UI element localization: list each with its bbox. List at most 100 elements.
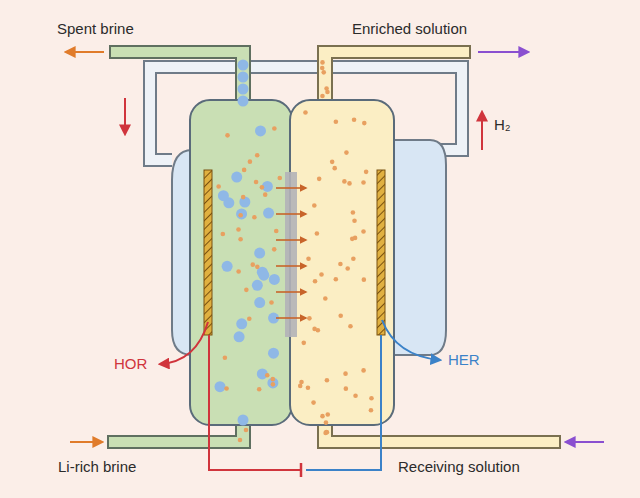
ion-dot [255, 125, 266, 136]
ion-dot [224, 386, 229, 391]
ion-dot [323, 431, 328, 436]
ion-dot [362, 277, 367, 282]
ion-dot [238, 72, 249, 83]
ion-dot [332, 166, 337, 171]
ion-dot [323, 296, 328, 301]
ion-dot [312, 203, 317, 208]
ion-dot [344, 386, 349, 391]
ion-dot [215, 381, 226, 392]
ion-dot [344, 150, 349, 155]
stream-label: Enriched solution [352, 20, 467, 38]
ion-dot [250, 262, 255, 267]
outflow-arrow [478, 51, 528, 53]
stream-label: Spent brine [57, 20, 134, 38]
ion-dot [306, 385, 311, 390]
ion-dot [324, 86, 329, 91]
ion-dot [269, 274, 280, 285]
ion-dot [361, 180, 366, 185]
ion-transport-arrows [276, 188, 306, 318]
ion-dot [350, 237, 355, 242]
cathode-wire [306, 335, 381, 470]
ion-dot [352, 118, 357, 123]
ion-dots [215, 60, 374, 443]
ion-dot [325, 412, 330, 417]
ion-dot [231, 172, 242, 183]
ion-dot [306, 256, 311, 261]
ion-dot [272, 247, 277, 252]
gas-flow-arrow [124, 98, 126, 134]
ion-dot [312, 327, 317, 332]
ion-dot [361, 229, 366, 234]
ion-dot [260, 185, 265, 190]
ion-dot [225, 133, 230, 138]
gas-flow-arrow [481, 112, 483, 150]
ion-dot [238, 60, 249, 71]
ion-dot [221, 232, 226, 237]
ion-dot [238, 415, 249, 426]
ion-dot [268, 348, 279, 359]
gas-label: H₂ [494, 116, 511, 134]
ion-dot [267, 377, 278, 388]
ion-dot [334, 120, 339, 125]
ion-dot [234, 331, 245, 342]
ion-dot [320, 414, 325, 419]
stream-label: Li-rich brine [58, 458, 136, 476]
ion-dot [236, 227, 241, 232]
ion-dot [271, 377, 276, 382]
ion-dot [369, 408, 374, 413]
ion-dot [299, 380, 304, 385]
receiving-chamber [290, 100, 394, 425]
ion-dot [343, 371, 348, 376]
ion-dot [218, 190, 229, 201]
ion-dot [325, 378, 330, 383]
ion-dot [345, 266, 350, 271]
ion-dot [274, 229, 279, 234]
ion-dot [307, 316, 312, 321]
transport-arrow [276, 239, 306, 241]
transport-arrow [276, 291, 306, 293]
ion-dot [271, 382, 276, 387]
ion-dot [254, 180, 259, 185]
ion-dot [320, 60, 325, 65]
ion-dot [361, 368, 366, 373]
ion-dot [338, 262, 343, 267]
ion-dot [254, 248, 265, 259]
ion-dot [317, 177, 322, 182]
anode [204, 170, 212, 335]
ion-dot [313, 279, 318, 284]
her-arrow [382, 320, 440, 360]
ion-dot [334, 277, 339, 282]
ion-dot [301, 341, 306, 346]
reaction-label: HER [448, 351, 480, 369]
ion-dot [238, 237, 243, 242]
terminal-bar [300, 463, 303, 477]
ion-dot [269, 300, 274, 305]
ion-dot [238, 438, 243, 443]
ion-dot [236, 318, 247, 329]
right-gas-chamber [392, 140, 446, 355]
transport-arrow [276, 317, 306, 319]
ion-dot [348, 324, 353, 329]
ion-dot [223, 355, 228, 360]
transport-arrow [276, 265, 306, 267]
inflow-arrow [566, 441, 604, 443]
ion-dot [244, 288, 249, 293]
stream-label: Receiving solution [398, 458, 520, 476]
ion-dot [255, 265, 260, 270]
ion-dot [319, 272, 324, 277]
transport-arrow [276, 213, 306, 215]
ion-dot [324, 430, 329, 435]
ion-dot [315, 231, 320, 236]
membrane [285, 172, 297, 337]
ion-dot [236, 269, 241, 274]
ion-dot [254, 297, 265, 308]
ion-dot [238, 96, 249, 107]
ion-dot [369, 396, 374, 401]
ion-dot [216, 184, 221, 189]
ion-dot [247, 316, 252, 321]
ion-dot [342, 179, 347, 184]
ion-dot [255, 153, 260, 158]
transport-arrow [276, 187, 306, 189]
ion-dot [330, 160, 335, 165]
ion-dot [257, 387, 262, 392]
